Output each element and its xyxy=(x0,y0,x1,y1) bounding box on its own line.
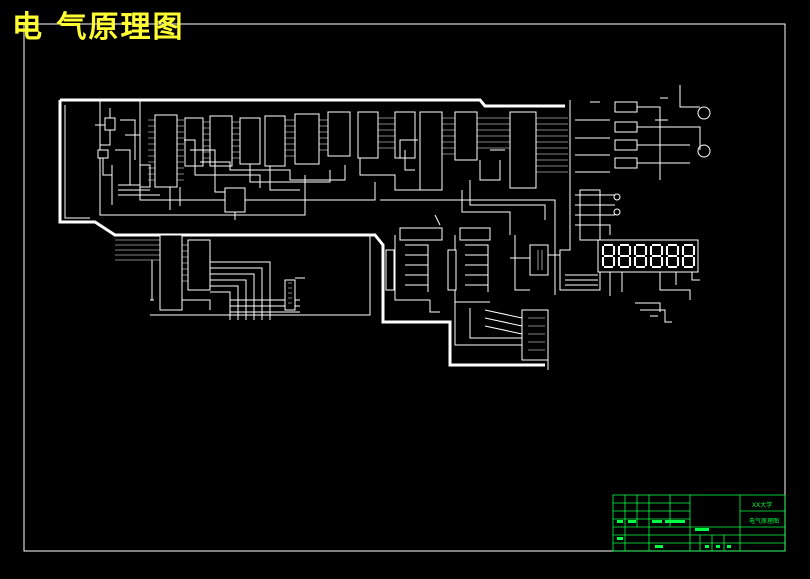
motor-2-symbol xyxy=(697,144,711,158)
digit-1 xyxy=(602,244,615,268)
lower-left-block xyxy=(115,234,371,320)
ic-u16 xyxy=(529,244,549,276)
drawing-frame xyxy=(23,23,786,552)
left-component-column xyxy=(95,108,160,205)
ic-u13 xyxy=(224,187,246,213)
seven-segment-display xyxy=(565,239,700,323)
ic-u5 xyxy=(264,115,286,167)
digit-5 xyxy=(666,244,679,268)
ic-u2 xyxy=(184,117,204,167)
motor-1-symbol xyxy=(697,106,711,120)
ic-u8 xyxy=(357,111,379,159)
ic-u15 xyxy=(187,239,211,291)
connector-bank xyxy=(484,309,549,370)
digit-4 xyxy=(650,244,663,268)
title-block-drawing-name: 电气原理图 xyxy=(749,517,779,525)
interface-chip xyxy=(510,235,561,291)
ic-u6 xyxy=(294,113,320,165)
digit-6 xyxy=(682,244,695,268)
ic-u1 xyxy=(154,114,178,188)
ic-u14 xyxy=(159,234,183,311)
ic-u11 xyxy=(454,111,478,161)
title-block-organization: XX大学 xyxy=(752,501,772,509)
digit-3 xyxy=(634,244,647,268)
ic-u12 xyxy=(509,111,537,189)
output-driver-section xyxy=(559,85,711,291)
title-block: XX大学 电气原理图 xyxy=(612,494,786,552)
ic-row-top xyxy=(148,111,568,220)
ic-u10 xyxy=(419,111,443,191)
ic-u1-pins xyxy=(148,119,184,181)
relay-block-1 xyxy=(385,214,443,313)
ic-u4 xyxy=(239,117,261,165)
relay-block-2 xyxy=(447,227,528,346)
ic-u7 xyxy=(327,111,351,157)
digit-2 xyxy=(618,244,631,268)
drawing-title: 电 气原理图 xyxy=(12,10,185,45)
ic-u3 xyxy=(209,115,233,167)
